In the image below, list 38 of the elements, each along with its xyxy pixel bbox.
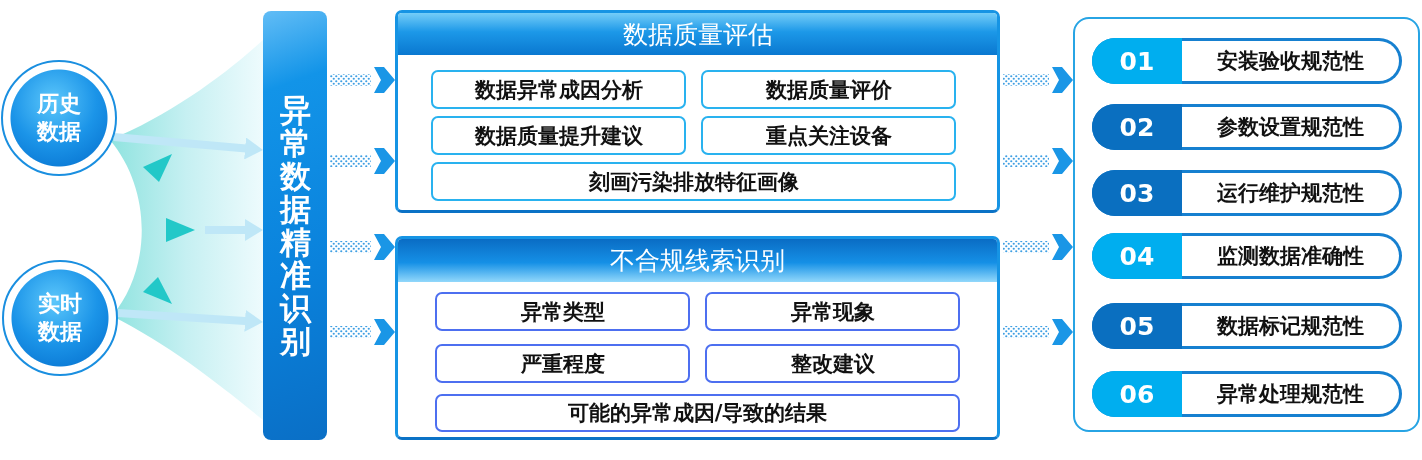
- feature-box: 可能的异常成因/导致的结果: [435, 394, 960, 432]
- numbered-pill: [1092, 303, 1402, 349]
- source-circle: 历史数据: [1, 60, 117, 176]
- number-tag: 01: [1092, 38, 1182, 84]
- arrow: [113, 133, 264, 160]
- feature-box: 异常类型: [435, 292, 690, 331]
- pill-label: 监测数据准确性: [1182, 236, 1399, 276]
- number-tag: 05: [1092, 303, 1182, 349]
- pill-label: 安装验收规范性: [1182, 41, 1399, 81]
- feature-box: 严重程度: [435, 344, 690, 383]
- arrow: [205, 219, 263, 241]
- feature-box: 异常现象: [705, 292, 960, 331]
- pill-label: 运行维护规范性: [1182, 173, 1399, 213]
- numbered-pill: [1092, 104, 1402, 150]
- numbered-pill: [1092, 371, 1402, 417]
- number-tag: 02: [1092, 104, 1182, 150]
- feature-box: 整改建议: [705, 344, 960, 383]
- panel-header: 不合规线索识别: [398, 239, 997, 282]
- numbered-pill: [1092, 170, 1402, 216]
- feature-box: 刻画污染排放特征画像: [431, 162, 956, 201]
- pill-label: 异常处理规范性: [1182, 374, 1399, 414]
- numbered-pill: [1092, 38, 1402, 84]
- pill-label: 数据标记规范性: [1182, 306, 1399, 346]
- panel-frame: [395, 236, 1000, 440]
- vertical-banner: 异常数据精准识别: [263, 11, 327, 440]
- pill-label: 参数设置规范性: [1182, 107, 1399, 147]
- panel-header: 数据质量评估: [398, 13, 997, 55]
- number-tag: 04: [1092, 233, 1182, 279]
- source-circle: 实时数据: [2, 260, 118, 376]
- feature-box: 数据质量提升建议: [431, 116, 686, 155]
- feature-box: 数据异常成因分析: [431, 70, 686, 109]
- numbered-pill: [1092, 233, 1402, 279]
- number-tag: 03: [1092, 170, 1182, 216]
- feature-box: 数据质量评价: [701, 70, 956, 109]
- number-tag: 06: [1092, 371, 1182, 417]
- panel-frame: [395, 10, 1000, 213]
- feature-box: 重点关注设备: [701, 116, 956, 155]
- checklist-frame: [1073, 17, 1420, 432]
